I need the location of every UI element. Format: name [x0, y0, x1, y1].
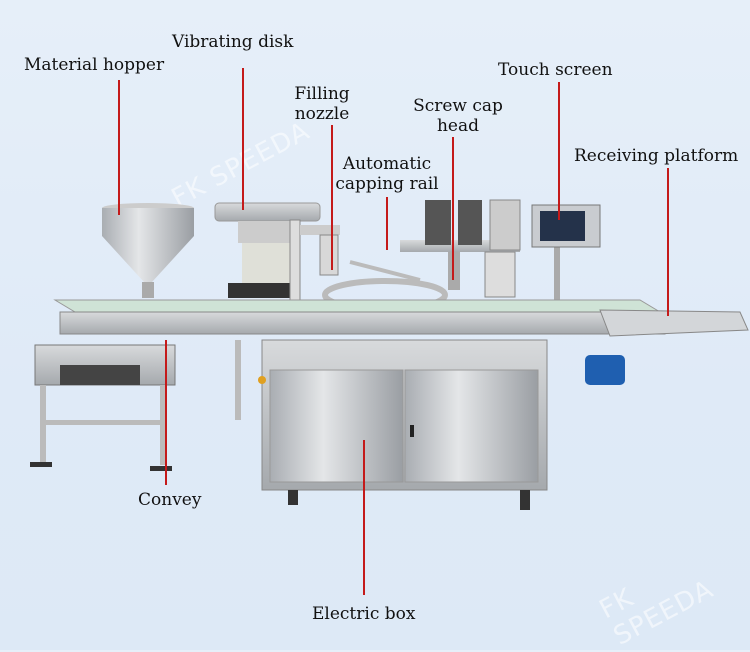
label-capping-rail-line2: capping rail — [335, 174, 439, 194]
label-filling-nozzle-line2: nozzle — [294, 104, 350, 124]
pointer-material-hopper — [118, 80, 120, 215]
label-filling-nozzle: Filling nozzle — [290, 84, 354, 124]
material-hopper — [102, 203, 194, 298]
touch-screen — [531, 204, 601, 305]
label-screw-cap-head-line2: head — [436, 116, 480, 136]
label-touch-screen: Touch screen — [498, 60, 613, 80]
left-stand — [30, 344, 176, 471]
label-automatic-capping-rail: Automatic capping rail — [334, 154, 440, 194]
label-convey: Convey — [138, 490, 202, 510]
pointer-vibrating-disk — [242, 68, 244, 210]
pointer-screw-cap-head — [452, 137, 454, 280]
label-material-hopper: Material hopper — [24, 55, 165, 75]
pointer-capping-rail — [386, 197, 388, 250]
label-vibrating-disk: Vibrating disk — [172, 32, 294, 52]
label-electric-box: Electric box — [312, 604, 416, 624]
filling-station — [289, 219, 448, 312]
vibrating-disk — [214, 202, 321, 298]
electric-box-cabinet — [235, 339, 548, 510]
label-screw-cap-head: Screw cap head — [408, 96, 508, 136]
motor — [585, 355, 625, 385]
capping-station — [400, 199, 521, 298]
pointer-touch-screen — [558, 82, 560, 220]
label-screw-cap-head-line1: Screw cap — [413, 96, 503, 116]
label-receiving-platform: Receiving platform — [574, 146, 739, 166]
pointer-filling-nozzle — [331, 125, 333, 270]
pointer-receiving-platform — [667, 168, 669, 316]
pointer-electric-box — [363, 440, 365, 595]
pointer-convey — [165, 340, 167, 485]
conveyor — [53, 299, 749, 337]
label-capping-rail-line1: Automatic — [342, 154, 432, 174]
label-filling-nozzle-line1: Filling — [294, 84, 350, 104]
